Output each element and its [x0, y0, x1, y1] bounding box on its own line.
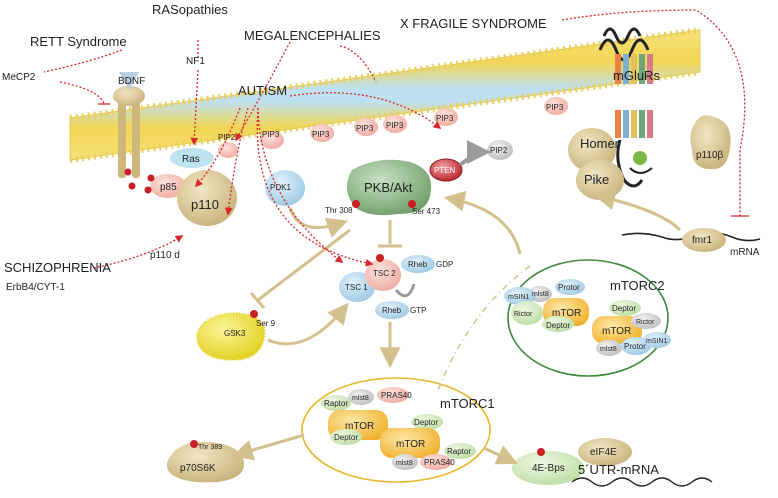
p110d-label: p110 d [150, 250, 180, 261]
mrna-label: mRNA [730, 247, 760, 258]
disorder-arrows [43, 9, 749, 269]
ser9-label: Ser 9 [256, 319, 276, 328]
pike-label: Pike [584, 172, 609, 187]
pkb-akt-protein [346, 159, 432, 216]
mtorc1-mlst8-bottom: mlst8 [396, 460, 413, 467]
pten-protein [429, 140, 491, 182]
pten-label: PTEN [434, 166, 456, 175]
gtp-label: GTP [410, 306, 426, 315]
pip3-label-2: PIP3 [312, 130, 330, 139]
pip3-label-1: PIP3 [262, 130, 280, 139]
mtorc1-mtor-b: mTOR [396, 439, 425, 450]
mtorc1-pras40-bottom: PRAS40 [424, 458, 455, 467]
p110-label: p110 [191, 197, 219, 212]
rheb-gtp-label: Rheb [382, 306, 402, 315]
pip3-label-4: PIP3 [386, 121, 404, 130]
mtorc1-pras40-top: PRAS40 [381, 391, 412, 400]
mglur-receptor [598, 27, 653, 188]
mglurs-label: mGluRs [613, 68, 660, 83]
mtorc2-msin1-bottom: mSIN1 [646, 338, 668, 345]
gdp-label: GDP [436, 260, 453, 269]
fmr1-label: fmr1 [692, 235, 712, 246]
autism-label: AUTISM [238, 83, 287, 98]
mtorc2-mlst8-top: mlst8 [532, 291, 549, 298]
fmr1-mrna [621, 228, 761, 252]
mtorc2-rictor-right: Rictor [636, 319, 655, 326]
mtorc1-mlst8-top: mlst8 [352, 395, 369, 402]
mtorc2-deptor-b: Deptor [546, 321, 570, 330]
eif4e-complex [512, 438, 713, 487]
mtorc1-deptor-b: Deptor [334, 433, 358, 442]
p110beta-protein [690, 115, 731, 170]
p70s6k-label: p70S6K [180, 463, 216, 474]
four-ebps-label: 4E-Bps [532, 463, 565, 474]
ser473-label: Ser 473 [412, 207, 441, 216]
thr389-label: Thr 389 [198, 444, 222, 451]
mtorc2-complex [504, 259, 671, 377]
ras-label: Ras [182, 154, 200, 165]
mtorc2-mtor-b: mTOR [602, 326, 631, 337]
mtorc1-raptor-right: Raptor [447, 447, 471, 456]
mtorc2-title: mTORC2 [610, 278, 665, 293]
tsc2-label: TSC 2 [373, 269, 396, 278]
bdnf-label: BDNF [118, 76, 145, 87]
pkb-akt-label: PKB/Akt [364, 180, 413, 195]
mtorc2-msin1-top: mSIN1 [508, 294, 530, 301]
eif4e-label: eIF4E [590, 447, 617, 458]
tsc1-label: TSC 1 [345, 283, 368, 292]
rasopathies-label: RASopathies [152, 2, 228, 17]
pip3-label-5: PIP3 [436, 114, 454, 123]
gsk3-protein [196, 310, 266, 362]
mtorc1-deptor-a: Deptor [414, 418, 438, 427]
p110beta-label: p110β [696, 150, 724, 161]
gsk3-label: GSK3 [224, 329, 246, 338]
mtorc2-rictor-left: Rictor [514, 311, 533, 318]
tsc-complex [339, 254, 435, 319]
ras-protein [170, 148, 214, 168]
mtorc1-complex [301, 377, 491, 483]
rett-syndrome-label: RETT Syndrome [30, 34, 127, 49]
mtorc2-deptor-a: Deptor [612, 304, 636, 313]
mecp2-label: MeCP2 [2, 72, 36, 83]
megalencephalies-label: MEGALENCEPHALIES [244, 28, 381, 43]
mtorc2-mlst8-bottom: mlst8 [600, 346, 617, 353]
fragile-x-label: X FRAGILE SYNDROME [400, 16, 547, 31]
p85-label: p85 [160, 182, 177, 193]
signaling-arrows [231, 189, 682, 465]
pip2-label-right: PIP2 [490, 146, 508, 155]
mtorc1-raptor-left: Raptor [324, 399, 348, 408]
pdk1-protein [265, 170, 305, 206]
thr308-label: Thr 308 [325, 206, 353, 215]
utr-mrna-label: 5´UTR-mRNA [578, 462, 659, 477]
bdnf-receptor [113, 72, 145, 178]
schizophrenia-label: SCHIZOPHRENIA [4, 260, 111, 275]
pip3-label-6: PIP3 [546, 103, 564, 112]
mtorc1-title: mTORC1 [440, 396, 495, 411]
mtorc2-protor-top: Protor [558, 283, 580, 292]
erbb4-label: ErbB4/CYT-1 [6, 282, 65, 293]
mtorc2-mtor-a: mTOR [552, 308, 581, 319]
cell-membrane [69, 27, 701, 163]
nf1-label: NF1 [186, 56, 205, 67]
rheb-gdp-label: Rheb [408, 260, 428, 269]
mtorc2-protor-bottom: Protor [624, 342, 646, 351]
p70s6k-protein [166, 440, 245, 483]
phosphoinositides [218, 97, 568, 160]
pip3-label-3: PIP3 [356, 124, 374, 133]
homer-label: Homer [580, 136, 620, 151]
mtorc1-mtor-a: mTOR [345, 421, 374, 432]
pi3k-complex [124, 168, 237, 226]
pdk1-label: PDK1 [270, 183, 291, 192]
